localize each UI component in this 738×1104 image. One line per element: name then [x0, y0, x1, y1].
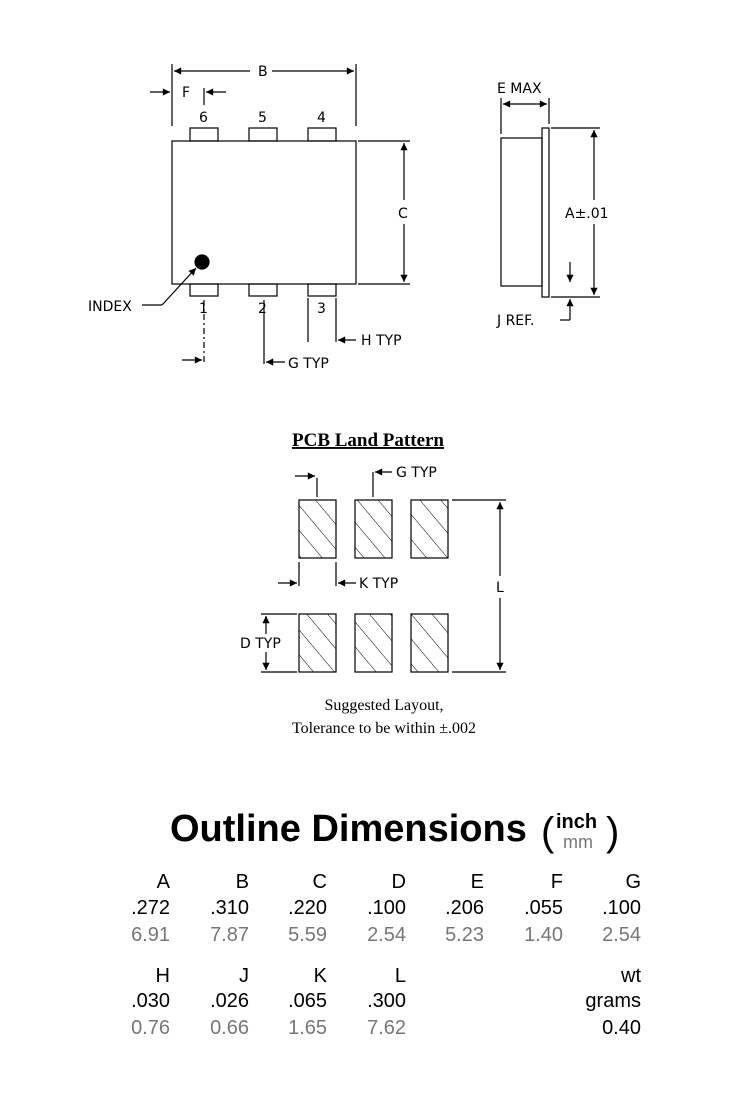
pcb-note-line2: Tolerance to be within ±.002	[292, 720, 476, 737]
dim-mm: 1.40	[524, 924, 563, 946]
dim-label: E	[470, 871, 484, 893]
pin-4-label: 4	[317, 110, 326, 126]
dim-mm: 6.91	[131, 924, 170, 946]
unit-inch: inch	[556, 811, 598, 833]
side-body	[500, 137, 543, 287]
pcb-dimensions	[261, 468, 506, 673]
index-label: INDEX	[88, 299, 132, 315]
dim-mm: 0.66	[210, 1017, 249, 1039]
package-drawing: B F 6 5 4 C INDEX 1 2 3 H TYP G TYP E MA…	[88, 64, 609, 737]
dim-inch: .310	[210, 897, 249, 919]
dim-label: K	[313, 965, 327, 987]
dim-a-label: A±.01	[565, 206, 609, 222]
dim-inch: .030	[131, 990, 170, 1012]
pin-1	[189, 283, 219, 297]
top-view	[142, 64, 410, 366]
weight-value: 0.40	[602, 1017, 641, 1039]
pin-4	[307, 127, 337, 142]
dim-mm: 5.59	[288, 924, 327, 946]
dim-h-typ-label: H TYP	[361, 333, 402, 349]
pin-3-label: 3	[317, 301, 326, 317]
dim-mm: 7.87	[210, 924, 249, 946]
dim-inch: .055	[524, 897, 563, 919]
dim-label: D	[391, 871, 406, 893]
pin-5-label: 5	[258, 110, 267, 126]
dim-b-label: B	[258, 64, 268, 80]
dim-label: L	[394, 965, 406, 987]
pcb-title: PCB Land Pattern	[292, 430, 444, 451]
pin-6	[189, 127, 219, 142]
dim-g-typ-label: G TYP	[288, 356, 329, 372]
dim-c-label: C	[398, 206, 408, 222]
weight-unit: grams	[585, 990, 641, 1012]
dim-inch: .272	[131, 897, 170, 919]
pcb-l-label: L	[496, 580, 504, 596]
dim-e-max-label: E MAX	[497, 81, 542, 97]
dim-j-ref-label: J REF.	[496, 313, 534, 329]
side-view	[500, 98, 600, 321]
dim-f-label: F	[182, 85, 190, 101]
dim-inch: .220	[288, 897, 327, 919]
dim-mm: 5.23	[445, 924, 484, 946]
dim-label: A	[156, 871, 170, 893]
pcb-k-typ-label: K TYP	[359, 576, 398, 592]
paren-close: )	[606, 810, 620, 854]
dim-mm: 1.65	[288, 1017, 327, 1039]
dim-mm: 7.62	[367, 1017, 406, 1039]
pcb-g-typ-label: G TYP	[396, 465, 437, 481]
dim-inch: .065	[288, 990, 327, 1012]
dim-inch: .206	[445, 897, 484, 919]
unit-mm: mm	[563, 832, 593, 852]
dim-inch: .100	[602, 897, 641, 919]
pad	[410, 613, 449, 673]
pin-2	[248, 283, 278, 297]
pcb-d-typ-label: D TYP	[240, 636, 281, 652]
dim-label: F	[550, 871, 563, 893]
pin-1-label: 1	[199, 301, 208, 317]
pin-3	[307, 283, 337, 297]
pcb-note-line1: Suggested Layout,	[324, 697, 443, 714]
pad	[298, 499, 337, 559]
dim-label: B	[235, 871, 249, 893]
dim-label: G	[625, 871, 641, 893]
pin-2-label: 2	[258, 301, 267, 317]
pcb-pads	[298, 499, 449, 673]
dim-mm: 2.54	[602, 924, 641, 946]
pin-5	[248, 127, 278, 142]
dim-mm: 2.54	[367, 924, 406, 946]
index-dot	[194, 254, 210, 270]
dim-inch: .100	[367, 897, 406, 919]
pad	[354, 499, 393, 559]
dim-label: H	[155, 965, 170, 987]
dim-label: J	[239, 965, 249, 987]
outline-title: Outline Dimensions	[170, 808, 527, 850]
dim-mm: 0.76	[131, 1017, 170, 1039]
dim-inch: .300	[367, 990, 406, 1012]
dim-inch: .026	[210, 990, 249, 1012]
paren-open: (	[541, 810, 555, 854]
dim-label: C	[312, 871, 327, 893]
pad	[354, 613, 393, 673]
side-lead	[541, 127, 550, 298]
weight-label: wt	[621, 965, 641, 987]
pin-6-label: 6	[199, 110, 208, 126]
pad	[410, 499, 449, 559]
pad	[298, 613, 337, 673]
